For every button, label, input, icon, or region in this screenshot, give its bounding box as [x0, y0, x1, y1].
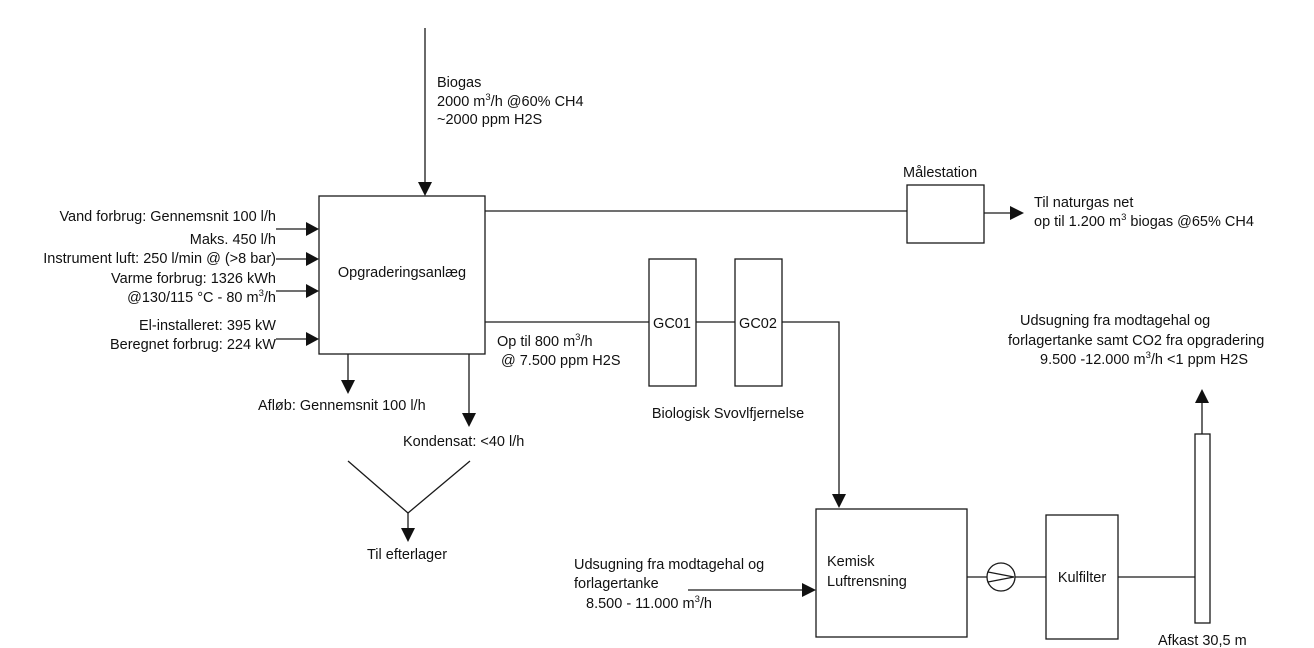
natural-gas-line1: Til naturgas net: [1034, 195, 1133, 211]
heat-label-line2: @130/115 °C - 80 m3/h: [127, 288, 276, 306]
gc01-label: GC01: [653, 316, 691, 332]
malestation-label: Målestation: [903, 165, 977, 181]
el-calculated-label: Beregnet forbrug: 224 kW: [110, 337, 276, 353]
malestation-box: [906, 184, 985, 244]
funnel-lines: [347, 460, 471, 514]
chemical-scrubber-box: [815, 508, 968, 638]
water-avg-label: Vand forbrug: Gennemsnit 100 l/h: [59, 209, 276, 225]
condensate-arrow-icon: [462, 413, 476, 427]
storage-label: Til efterlager: [367, 547, 447, 563]
fan-blade-upper: [987, 571, 1015, 578]
suction-in-rate: 8.500 - 11.000 m3/h: [586, 594, 712, 612]
upgrading-plant-label: Opgraderingsanlæg: [338, 265, 466, 281]
scrubber-label-line2: Luftrensning: [827, 574, 907, 590]
fan-blade-lower: [987, 576, 1015, 583]
scrubber-label-line1: Kemisk: [827, 554, 875, 570]
storage-arrow-icon: [401, 528, 415, 542]
instrument-air-label: Instrument luft: 250 l/min @ (>8 bar): [43, 251, 276, 267]
stack-label: Afkast 30,5 m: [1158, 633, 1247, 648]
condensate-label: Kondensat: <40 l/h: [403, 434, 524, 450]
heat-label-line1: Varme forbrug: 1326 kWh: [111, 271, 276, 287]
suction-in-line1: Udsugning fra modtagehal og: [574, 557, 764, 573]
drain-label: Afløb: Gennemsnit 100 l/h: [258, 398, 426, 414]
upgrading-plant-box: [318, 195, 486, 355]
stack-outlet-arrow-icon: [1195, 389, 1209, 403]
suction-in-arrow-icon: [802, 583, 816, 597]
offgas-h2s: @ 7.500 ppm H2S: [501, 353, 621, 369]
biogas-rate: 2000 m3/h @60% CH4: [437, 92, 584, 110]
suction-in-line2: forlagertanke: [574, 576, 659, 592]
stack-emission-line2: forlagertanke samt CO2 fra opgradering: [1008, 333, 1264, 349]
gc-to-scrubber-arrow-icon: [832, 494, 846, 508]
water-arrow-icon: [306, 222, 319, 236]
heat-arrow-icon: [306, 284, 319, 298]
stack-emission-rate: 9.500 -12.000 m3/h <1 ppm H2S: [1040, 350, 1248, 368]
electricity-arrow-icon: [306, 332, 319, 346]
stack-emission-line1: Udsugning fra modtagehal og: [1020, 313, 1210, 329]
biogas-h2s: ~2000 ppm H2S: [437, 112, 542, 128]
water-max-label: Maks. 450 l/h: [190, 232, 276, 248]
gc02-box: [734, 258, 783, 387]
to-net-arrow-icon: [1010, 206, 1024, 220]
natural-gas-line2: op til 1.200 m3 biogas @65% CH4: [1034, 212, 1254, 230]
drain-arrow-icon: [341, 380, 355, 394]
el-installed-label: El-installeret: 395 kW: [139, 318, 276, 334]
gc02-label: GC02: [739, 316, 777, 332]
carbon-filter-box: [1045, 514, 1119, 640]
gc-caption: Biologisk Svovlfjernelse: [652, 406, 804, 422]
biogas-arrow-icon: [418, 182, 432, 196]
gc01-box: [648, 258, 697, 387]
stack-box: [1194, 433, 1211, 624]
instrument-air-arrow-icon: [306, 252, 319, 266]
gc-to-scrubber-line: [782, 321, 840, 494]
offgas-rate: Op til 800 m3/h: [497, 332, 593, 350]
carbon-filter-label: Kulfilter: [1058, 570, 1107, 586]
biogas-title: Biogas: [437, 75, 481, 91]
